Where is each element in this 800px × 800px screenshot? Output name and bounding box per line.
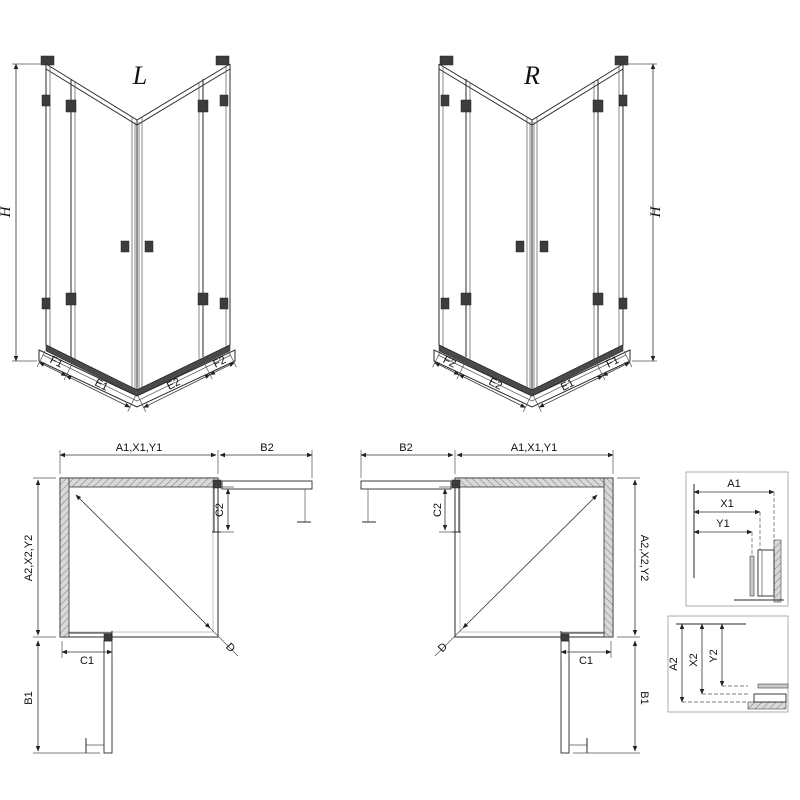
wall-profile-section <box>773 539 782 603</box>
glass-section <box>757 683 789 689</box>
front-view-left: L H F1 E1 E2 F2 <box>0 56 236 412</box>
dim-label-b2: B2 <box>260 442 273 454</box>
mounting-profile-section <box>757 549 775 597</box>
dim-label-b1: B1 <box>638 691 650 704</box>
dim-label-c2: C2 <box>432 503 444 517</box>
dim-label-b1: B1 <box>23 691 35 704</box>
dim-label-e2: E2 <box>487 376 504 393</box>
dim-label-c2: C2 <box>214 503 226 517</box>
view-title-right: R <box>523 61 540 90</box>
dim-label-e2: E2 <box>165 376 182 393</box>
profile-detail-horizontal: A1 X1 Y1 <box>685 471 789 607</box>
dim-label-x1: X1 <box>720 498 733 510</box>
plan-view-right: A1,X1,Y1 B2 A2,X2,Y2 B1 C2 C1 D <box>361 442 650 753</box>
plan-view-left: A1,X1,Y1 B2 A2,X2,Y2 B1 C2 C1 D <box>23 442 312 753</box>
dim-label-x2: X2 <box>688 653 700 666</box>
glass-section <box>749 555 755 597</box>
dim-label-a1x1y1: A1,X1,Y1 <box>116 442 162 454</box>
dim-label-f1: F1 <box>604 354 621 370</box>
mounting-profile-section <box>753 693 787 703</box>
profile-detail-vertical: A2 X2 Y2 <box>667 615 789 713</box>
dim-label-f2: F2 <box>211 354 228 370</box>
dim-label-y1: Y1 <box>716 518 729 530</box>
dim-label-a1: A1 <box>727 478 740 490</box>
view-title-left: L <box>132 61 147 90</box>
dim-label-a2: A2 <box>668 657 680 670</box>
dim-label-e1: E1 <box>93 377 110 394</box>
dim-label-h: H <box>648 205 664 218</box>
dim-label-a1x1y1: A1,X1,Y1 <box>511 442 557 454</box>
dim-label-a2x2y2: A2,X2,Y2 <box>23 535 35 581</box>
dim-label-h: H <box>0 205 14 218</box>
wall-profile-section <box>747 701 787 710</box>
dim-label-y2: Y2 <box>708 649 720 662</box>
dim-label-b2: B2 <box>399 442 412 454</box>
front-view-right: R H F2 E2 E1 F1 <box>433 56 664 412</box>
dim-label-c1: C1 <box>80 655 94 667</box>
dim-label-e1: E1 <box>559 377 576 394</box>
dim-label-f1: F1 <box>48 354 65 370</box>
dim-label-a2x2y2: A2,X2,Y2 <box>638 535 650 581</box>
dim-label-f2: F2 <box>441 354 458 370</box>
dim-label-c1: C1 <box>579 655 593 667</box>
